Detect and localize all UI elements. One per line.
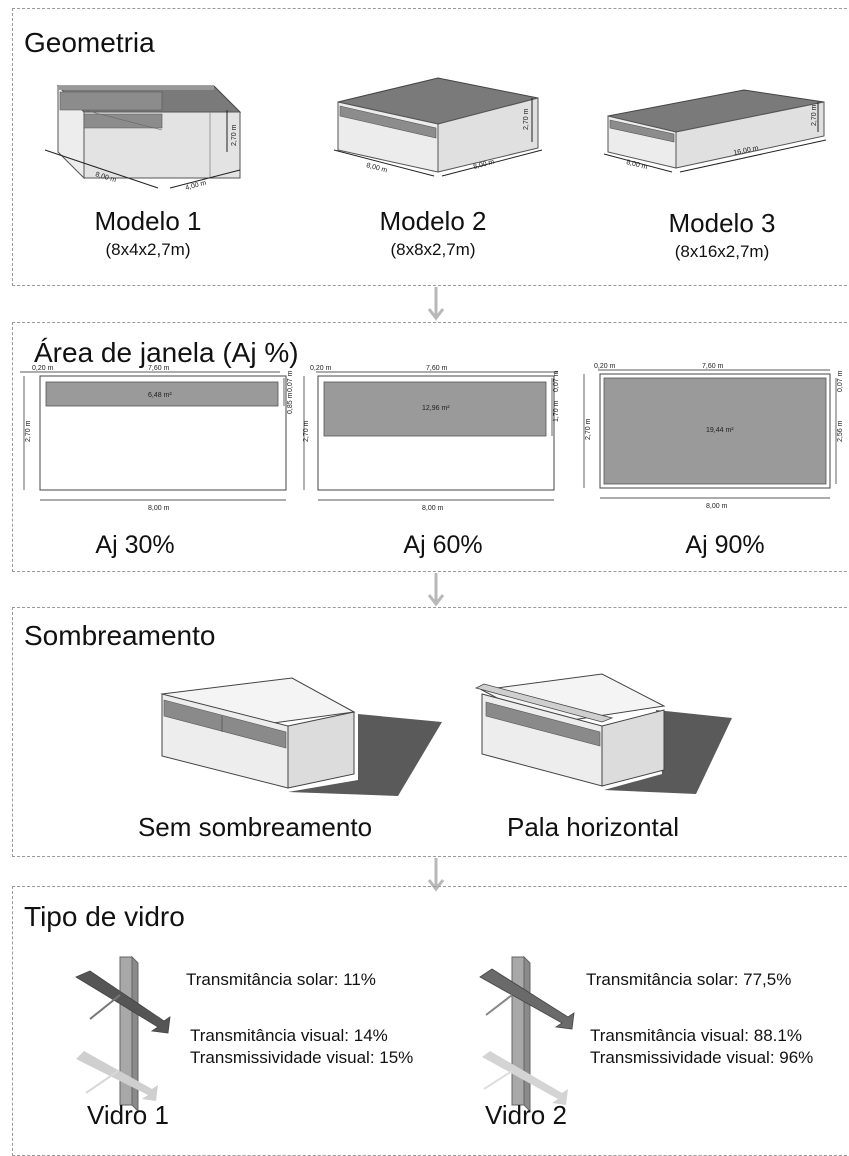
aj30-top-dim: 7,60 m	[148, 365, 170, 372]
aj90-left-dim: 0,20 m	[594, 363, 616, 370]
glass-1-transmissividade: Transmissividade visual: 15%	[190, 1048, 414, 1067]
aj90-r1: 0,07 m	[837, 370, 844, 392]
glass-2-transmissividade: Transmissividade visual: 96%	[590, 1048, 814, 1067]
model-2-height-label: 2,70 m	[523, 108, 530, 130]
building-pala-horizontal	[474, 673, 732, 794]
section-title: Tipo de vidro	[24, 901, 185, 932]
aj30-label: Aj 30%	[95, 531, 175, 559]
section-title: Geometria	[24, 27, 155, 58]
section-title: Área de janela (Aj %)	[34, 337, 299, 368]
model-1-height-label: 2,70 m	[231, 124, 238, 146]
aj30-r2: 0,85 m	[287, 392, 294, 414]
aj30-left-dim: 0,20 m	[32, 365, 54, 372]
aj90-top-dim: 7,60 m	[702, 363, 724, 370]
elevation-aj30: 7,60 m 0,20 m 6,48 m² 2,70 m 0,07 m 0,85…	[20, 365, 294, 512]
glass-1-visual: Transmitância visual: 14%	[190, 1026, 388, 1045]
aj30-r1: 0,07 m	[287, 370, 294, 392]
section-title: Sombreamento	[24, 620, 216, 651]
model-1-width-label: 4,00 m	[185, 180, 208, 192]
model-2-dims: (8x8x2,7m)	[390, 240, 476, 259]
model-3-drawing: 8,00 m 16,00 m 2,70 m	[603, 89, 827, 173]
aj60-top-dim: 7,60 m	[426, 365, 448, 372]
area-janela-panel: Área de janela (Aj %)	[12, 322, 849, 572]
aj30-area-label: 6,48 m²	[148, 392, 172, 399]
aj30-bottom-dim: 8,00 m	[148, 505, 170, 512]
model-1-name: Modelo 1	[94, 206, 202, 236]
model-3-name: Modelo 3	[668, 208, 776, 238]
aj90-r2: 2,56 m	[837, 420, 844, 442]
glass-2-icon	[479, 955, 575, 1113]
model-2-name: Modelo 2	[379, 206, 487, 236]
sombreamento-panel: Sombreamento	[12, 607, 849, 857]
aj90-area-label: 19,44 m²	[706, 427, 734, 434]
down-arrow-icon	[427, 858, 445, 892]
glass-2-solar: Transmitância solar: 77,5%	[586, 970, 792, 989]
aj60-height-dim: 2,70 m	[303, 420, 310, 442]
down-arrow-icon	[427, 287, 445, 321]
aj90-height-dim: 2,70 m	[585, 418, 592, 440]
glass-1-icon	[75, 955, 171, 1113]
elevation-aj60: 7,60 m 0,20 m 12,96 m² 2,70 m 0,07 m 1,7…	[303, 365, 560, 512]
down-arrow-icon	[427, 573, 445, 607]
aj30-height-dim: 2,70 m	[25, 420, 32, 442]
glass-1-label: Vidro 1	[87, 1100, 169, 1130]
aj60-label: Aj 60%	[403, 531, 483, 559]
pala-horizontal-label: Pala horizontal	[507, 812, 679, 842]
model-1-drawing: 8,00 m 4,00 m 2,70 m	[44, 84, 242, 192]
model-3-height-label: 2,70 m	[811, 104, 818, 126]
elevation-aj90: 7,60 m 0,20 m 19,44 m² 2,70 m 0,07 m 2,5…	[583, 363, 844, 510]
model-3-dims: (8x16x2,7m)	[674, 242, 770, 261]
model-2-drawing: 8,00 m 8,00 m 2,70 m	[333, 77, 543, 177]
building-sem-sombreamento	[160, 677, 442, 796]
glass-1-solar: Transmitância solar: 11%	[186, 970, 376, 989]
aj90-bottom-dim: 8,00 m	[706, 503, 728, 510]
glass-2-label: Vidro 2	[485, 1100, 567, 1130]
aj60-area-label: 12,96 m²	[422, 405, 450, 412]
model-2-length-label: 8,00 m	[365, 162, 388, 174]
aj60-left-dim: 0,20 m	[310, 365, 332, 372]
model-1-dims: (8x4x2,7m)	[105, 240, 191, 259]
sem-sombreamento-label: Sem sombreamento	[137, 812, 373, 842]
aj60-r2: 1,70 m	[553, 400, 560, 422]
aj90-label: Aj 90%	[685, 531, 765, 559]
aj60-bottom-dim: 8,00 m	[422, 505, 444, 512]
geometria-panel: Geometria	[12, 8, 849, 286]
aj60-r1: 0,07 m	[553, 370, 560, 392]
glass-2-visual: Transmitância visual: 88.1%	[590, 1026, 802, 1045]
